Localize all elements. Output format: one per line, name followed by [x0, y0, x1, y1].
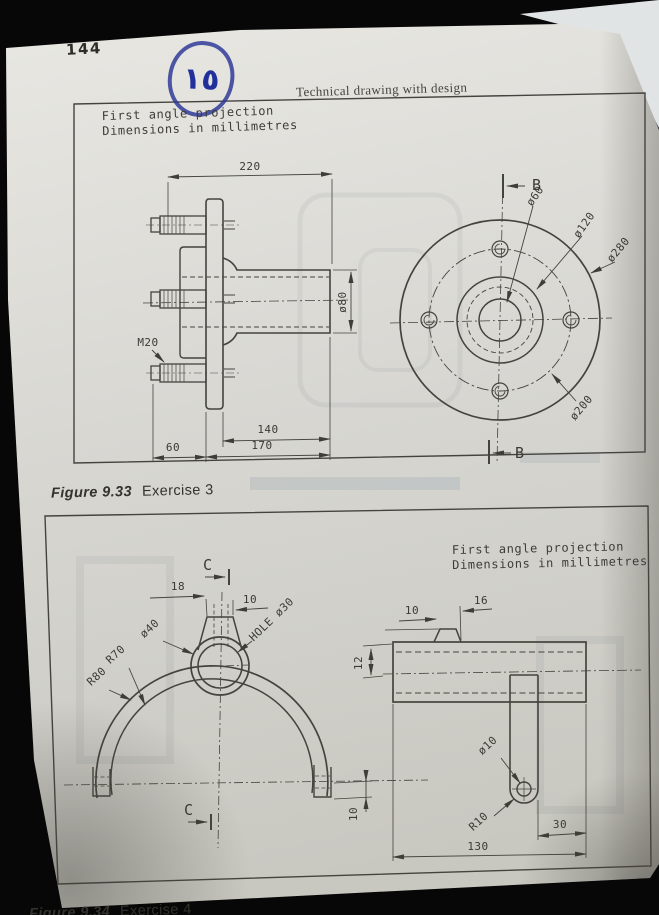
dim-16: 16	[474, 594, 488, 607]
stud-holes	[420, 240, 580, 400]
outer-arc-r80	[95, 664, 329, 799]
inner-arc-r70	[110, 678, 314, 796]
section-marker-b-top: B	[502, 174, 542, 198]
hidden-circle	[466, 286, 534, 354]
flange-plate	[205, 198, 224, 410]
flange-outline-dia280	[399, 219, 601, 421]
paper-sheet	[6, 24, 659, 908]
section-letter-b: B	[532, 176, 542, 194]
dim-10: 10	[243, 593, 257, 606]
figure-934-caption: Figure 9.34 Exercise 4	[20, 886, 192, 915]
bore-circle-dia60	[478, 298, 522, 342]
dim-dia80: ø80	[336, 291, 349, 312]
dim-140: 140	[257, 423, 278, 436]
dim-foot-10: 10	[347, 807, 360, 821]
caption-figure-number: Figure 9.33	[50, 483, 133, 502]
section-marker-b-bottom: B	[488, 440, 525, 464]
dim-side-10: 10	[405, 604, 419, 617]
dim-12: 12	[352, 656, 365, 670]
hub-circle-dia120	[456, 276, 544, 364]
sheet-behind	[520, 0, 659, 128]
note-line: Dimensions in millimetres	[452, 553, 648, 573]
figure-933-drawing: 220	[73, 92, 646, 465]
bolt-circle-dia200	[428, 248, 572, 392]
dim-60: 60	[166, 441, 180, 454]
page-number: 144	[65, 39, 103, 59]
stud-middle	[150, 289, 235, 309]
right-foot	[313, 765, 332, 798]
fig934-side-view: 10 16 12 ø10 R10 30 130	[352, 594, 642, 861]
dim-170: 170	[251, 439, 272, 452]
section-letter-c: C	[184, 801, 194, 819]
dim-18: 18	[171, 580, 185, 593]
dim-220: 220	[239, 160, 260, 173]
section-letter-c: C	[203, 556, 213, 574]
caption-text: Exercise 3	[141, 482, 214, 500]
fig933-projection-note: First angle projection Dimensions in mil…	[102, 103, 298, 139]
studs	[146, 215, 242, 383]
side-lug	[433, 628, 462, 643]
figure-933-border	[73, 92, 646, 464]
figure-933-caption: Figure 9.33 Exercise 3	[42, 466, 214, 502]
stud-bottom	[146, 363, 242, 383]
figure-934-border	[44, 505, 652, 885]
fig933-front-view: 220	[137, 160, 357, 462]
stud-top	[146, 215, 242, 235]
top-lug	[197, 616, 243, 651]
section-marker-c-top: C	[203, 556, 230, 585]
fig934-projection-note: First angle projection Dimensions in mil…	[452, 539, 648, 573]
dim-130: 130	[467, 840, 488, 853]
caption-text: Exercise 4	[119, 901, 192, 915]
label-m20: M20	[137, 336, 158, 349]
side-block	[392, 641, 587, 703]
caption-figure-number: Figure 9.34	[28, 903, 111, 915]
section-letter-b: B	[515, 444, 525, 462]
section-marker-c-bottom: C	[184, 801, 212, 830]
pin-arm	[509, 674, 539, 804]
left-foot	[92, 767, 111, 797]
shaft	[222, 257, 331, 346]
dim-30: 30	[553, 818, 567, 831]
stamp-text: ١٥	[181, 60, 221, 98]
